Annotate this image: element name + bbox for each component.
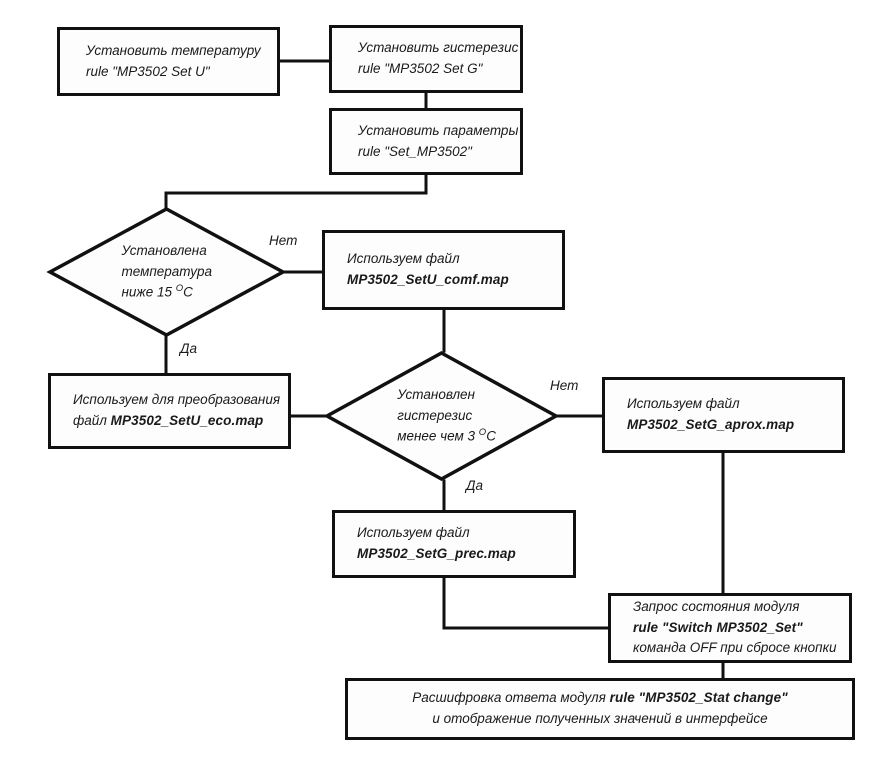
node-set-hysteresis-line2: rule "MP3502 Set G": [358, 61, 483, 76]
node-set-hysteresis[interactable]: Установить гистерезис rule "MP3502 Set G…: [329, 25, 523, 93]
decision-hysteresis-below-3[interactable]: Установлен гистерезис менее чем 3 OC: [323, 351, 560, 481]
node-set-parameters[interactable]: Установить параметры rule "Set_MP3502": [329, 108, 523, 175]
node-file-comf[interactable]: Используем файл MP3502_SetU_comf.map: [322, 230, 565, 310]
edge-prec-to-request: [442, 576, 610, 630]
node-file-prec-line1: Используем файл: [357, 525, 470, 541]
decision-temperature-below-15[interactable]: Установлена температура ниже 15 OC: [46, 207, 287, 337]
node-file-eco-line2: файл MP3502_SetU_eco.map: [73, 413, 264, 428]
edge-label-hysteresis-yes: Да: [466, 478, 484, 493]
node-file-prec-line2: MP3502_SetG_prec.map: [357, 546, 516, 561]
node-set-parameters-line2: rule "Set_MP3502": [358, 143, 472, 159]
node-decode-response-line1: Расшифровка ответа модуля rule "MP3502_S…: [412, 690, 788, 706]
node-set-temperature[interactable]: Установить температуру rule "MP3502 Set …: [57, 27, 280, 96]
node-module-status-request[interactable]: Запрос состояния модуля rule "Switch MP3…: [608, 593, 852, 663]
node-set-temperature-line2: rule "MP3502 Set U": [86, 63, 210, 79]
node-file-prec[interactable]: Используем файл MP3502_SetG_prec.map: [332, 510, 576, 578]
node-file-eco[interactable]: Используем для преобразования файл MP350…: [48, 373, 291, 449]
node-file-eco-line1: Используем для преобразования: [73, 392, 281, 408]
edge-label-temperature-yes: Да: [180, 341, 198, 356]
node-set-parameters-line1: Установить параметры: [358, 122, 519, 138]
decision-hysteresis-shape: [323, 351, 560, 481]
node-file-aprox[interactable]: Используем файл MP3502_SetG_aprox.map: [602, 377, 845, 453]
node-file-comf-line1: Используем файл: [347, 251, 460, 267]
node-module-status-request-line2: rule "Switch MP3502_Set": [633, 619, 803, 635]
node-module-status-request-line3: команда OFF при сбросе кнопки: [633, 640, 837, 656]
node-file-aprox-line2: MP3502_SetG_aprox.map: [627, 417, 795, 432]
edge-label-temperature-no: Нет: [269, 233, 298, 248]
node-decode-response-line2: и отображение полученных значений в инте…: [432, 711, 768, 726]
node-decode-response[interactable]: Расшифровка ответа модуля rule "MP3502_S…: [345, 678, 855, 740]
node-file-comf-line2: MP3502_SetU_comf.map: [347, 272, 509, 287]
edge-params-to-decision1: [164, 173, 428, 209]
node-file-aprox-line1: Используем файл: [627, 396, 740, 412]
node-set-temperature-line1: Установить температуру: [86, 42, 261, 58]
node-module-status-request-line1: Запрос состояния модуля: [633, 598, 800, 614]
decision-temperature-shape: [46, 207, 287, 337]
edge-label-hysteresis-no: Нет: [550, 378, 579, 393]
node-set-hysteresis-line1: Установить гистерезис: [358, 40, 519, 56]
